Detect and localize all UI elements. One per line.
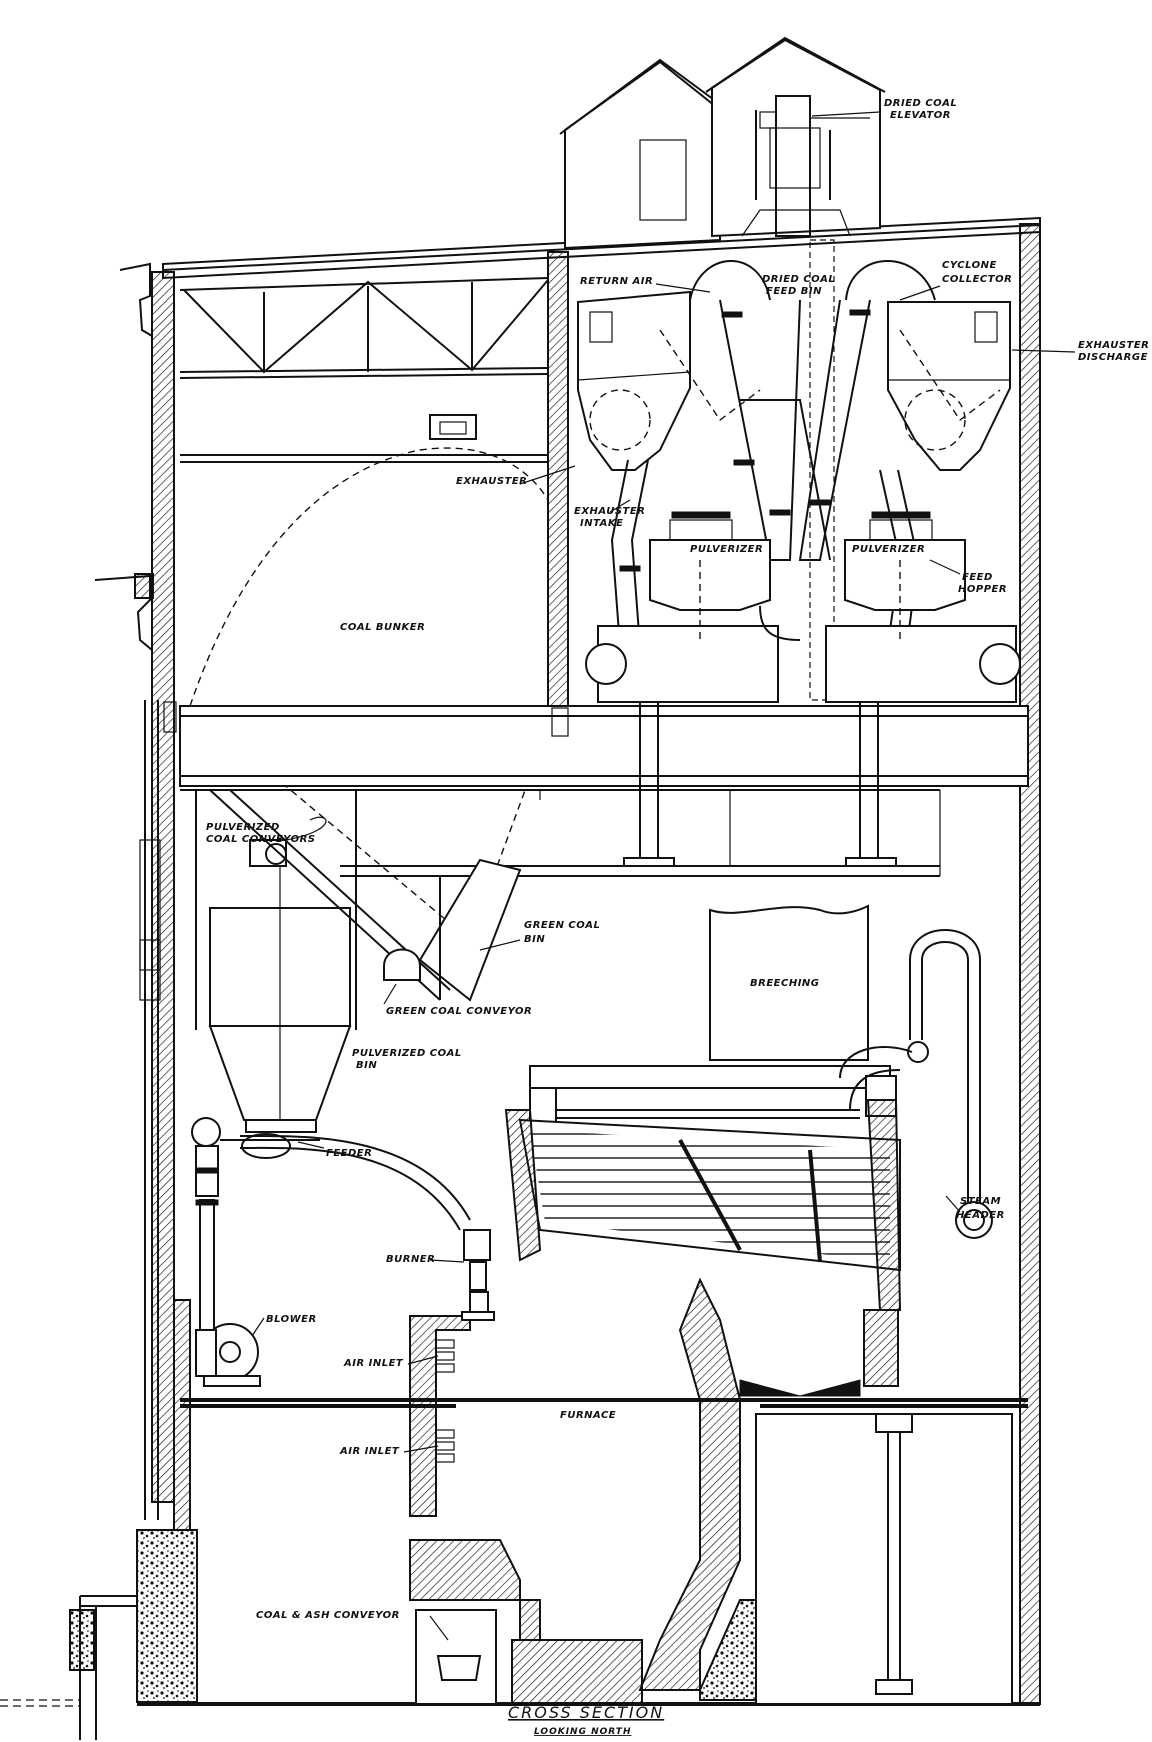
label-feed-hopper: HOPPER: [958, 584, 1007, 595]
label-breeching: BREECHING: [750, 978, 820, 989]
label-dried-coal-elevator: DRIED COAL: [884, 98, 957, 109]
label-dried-coal-feed-bin: DRIED COAL: [762, 274, 835, 285]
bunker-wall: [547, 251, 569, 713]
caption-title: CROSS SECTION: [508, 1703, 664, 1722]
labels: DRIED COAL ELEVATOR RETURN AIR DRIED COA…: [206, 98, 1149, 1621]
label-green-coal-bin: BIN: [524, 934, 545, 945]
label-dried-coal-elevator: ELEVATOR: [890, 110, 951, 121]
caption: CROSS SECTION LOOKING NORTH: [508, 1703, 664, 1737]
label-return-air: RETURN AIR: [580, 276, 653, 287]
label-exhauster-intake: EXHAUSTER: [574, 506, 645, 517]
coal-bunker: [163, 447, 1029, 942]
label-pulverized-coal-conveyors: PULVERIZED: [206, 822, 280, 833]
roof-truss: [179, 277, 549, 463]
label-burner: BURNER: [386, 1254, 435, 1265]
label-feed-hopper: FEED: [962, 572, 993, 583]
label-pulverized-coal-conveyors: COAL CONVEYORS: [206, 834, 316, 845]
label-exhauster-discharge: EXHAUSTER: [1078, 340, 1149, 351]
label-pulverized-coal-bin: PULVERIZED COAL: [352, 1048, 462, 1059]
label-exhauster-discharge: DISCHARGE: [1078, 352, 1148, 363]
furnace: [180, 1277, 1028, 1705]
label-green-coal-conveyor: GREEN COAL CONVEYOR: [386, 1006, 532, 1017]
leader-lines: [251, 111, 1076, 1641]
label-coal-bunker: COAL BUNKER: [340, 622, 425, 633]
boiler: [504, 904, 993, 1311]
roof-houses: [559, 36, 886, 250]
pulverizer-room: [577, 239, 1021, 703]
label-pulverizer-right: PULVERIZER: [852, 544, 925, 555]
label-pulverizer-left: PULVERIZER: [690, 544, 763, 555]
label-cyclone-collector: COLLECTOR: [942, 274, 1012, 285]
label-air-inlet-upper: AIR INLET: [343, 1358, 404, 1369]
label-dried-coal-feed-bin: FEED BIN: [766, 286, 822, 297]
burner-piping: [191, 1117, 495, 1387]
label-steam-header: HEADER: [956, 1210, 1005, 1221]
label-blower: BLOWER: [266, 1314, 317, 1325]
conveyor-level: [195, 702, 941, 1159]
label-cyclone-collector: CYCLONE: [942, 260, 997, 271]
label-feeder: FEEDER: [326, 1148, 372, 1159]
building-shell: [0, 216, 1041, 1740]
label-exhauster-intake: INTAKE: [580, 518, 623, 529]
label-pulverized-coal-bin: BIN: [356, 1060, 377, 1071]
label-steam-header: STEAM: [960, 1196, 1001, 1207]
label-furnace: FURNACE: [560, 1410, 616, 1421]
label-air-inlet-lower: AIR INLET: [339, 1446, 400, 1457]
label-coal-ash-conveyor: COAL & ASH CONVEYOR: [256, 1610, 400, 1621]
label-green-coal-bin: GREEN COAL: [524, 920, 600, 931]
label-exhauster: EXHAUSTER: [456, 476, 527, 487]
caption-subtitle: LOOKING NORTH: [534, 1727, 631, 1737]
